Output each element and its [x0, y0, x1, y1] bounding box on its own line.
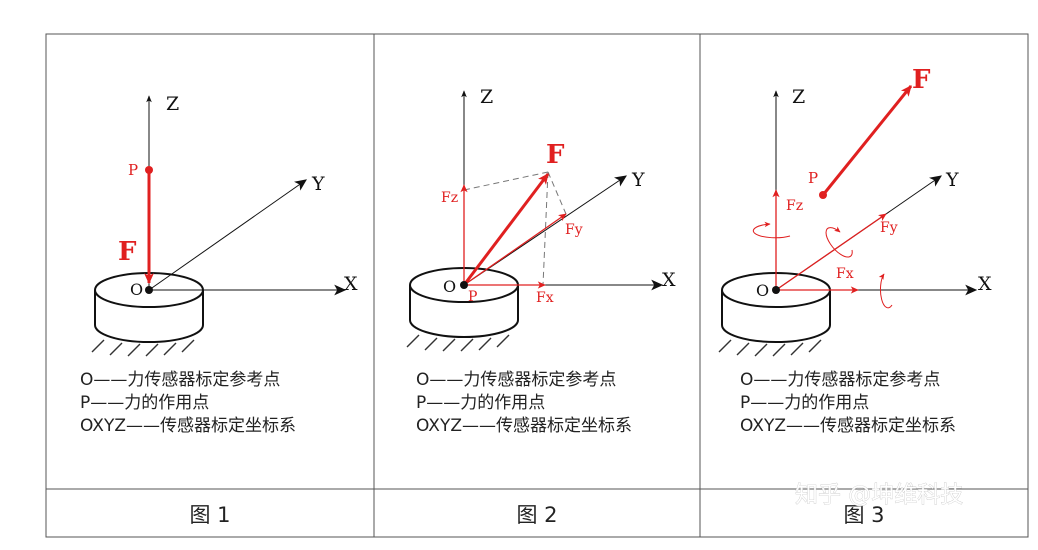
f-label: F: [912, 65, 931, 95]
caption-figure-2: 图 2: [516, 503, 557, 527]
z-label: Z: [792, 86, 805, 108]
f-label: F: [546, 140, 565, 170]
legend-line-oxyz: OXYZ——传感器标定坐标系: [740, 416, 956, 436]
panel-frame: [45, 33, 1029, 538]
legend-line-o: O——力传感器标定参考点: [740, 370, 940, 390]
o-label: O: [756, 281, 769, 300]
projection-lines: [463, 171, 567, 286]
ground-hatch: [718, 339, 822, 357]
x-label: X: [662, 269, 676, 291]
z-label: Z: [480, 86, 493, 108]
p-label: P: [128, 161, 138, 179]
legend-line-o: O——力传感器标定参考点: [416, 370, 616, 390]
origin-dot: [460, 281, 468, 289]
o-label: O: [443, 277, 456, 296]
fx-label: Fx: [836, 266, 854, 282]
legend-line-p: P——力的作用点: [80, 393, 209, 413]
x-label: X: [978, 273, 992, 295]
y-label: Y: [631, 169, 645, 191]
z-label: Z: [166, 93, 179, 115]
ground-hatch: [406, 334, 510, 352]
legend-line-p: P——力的作用点: [416, 393, 545, 413]
legend-line-o: O——力传感器标定参考点: [80, 370, 280, 390]
origin-dot: [772, 286, 780, 294]
point-p-dot: [145, 166, 153, 174]
fx-label: Fx: [536, 290, 554, 306]
y-label: Y: [311, 173, 325, 195]
legend-line-p: P——力的作用点: [740, 393, 869, 413]
moment-arrows: [752, 221, 893, 309]
p-label: P: [808, 169, 818, 187]
watermark: 知乎 @坤维科技: [795, 482, 963, 508]
fy-label: Fy: [565, 222, 583, 238]
fy-label: Fy: [880, 220, 898, 236]
force-vector: [821, 85, 913, 196]
panel-1: Z Y X P F O O——力传感器标定参考点 P——力的作用点 OXYZ——…: [80, 93, 358, 527]
point-p-dot: [819, 191, 827, 199]
ground-hatch: [91, 339, 195, 357]
fy-component: [775, 213, 887, 291]
force-vector: [462, 173, 550, 286]
legend-line-oxyz: OXYZ——传感器标定坐标系: [416, 416, 632, 436]
fy-component: [463, 213, 567, 286]
y-axis: [148, 179, 307, 291]
x-label: X: [344, 273, 358, 295]
p-label: P: [468, 289, 477, 305]
o-label: O: [130, 280, 143, 299]
caption-figure-3: 图 3: [843, 503, 884, 527]
caption-figure-1: 图 1: [189, 503, 230, 527]
fz-label: Fz: [441, 190, 458, 206]
fz-label: Fz: [786, 198, 803, 214]
origin-dot: [145, 286, 153, 294]
f-label: F: [118, 237, 137, 267]
y-label: Y: [945, 169, 959, 191]
legend-line-oxyz: OXYZ——传感器标定坐标系: [80, 416, 296, 436]
panel-2: Z Y X Fz Fy Fx F O P O——力传感器标定参考点 P——力的作…: [406, 86, 676, 527]
panel-3: Z Y X Fz Fy Fx P F O O——力传感器标定参考点 P——力的作…: [718, 65, 992, 527]
